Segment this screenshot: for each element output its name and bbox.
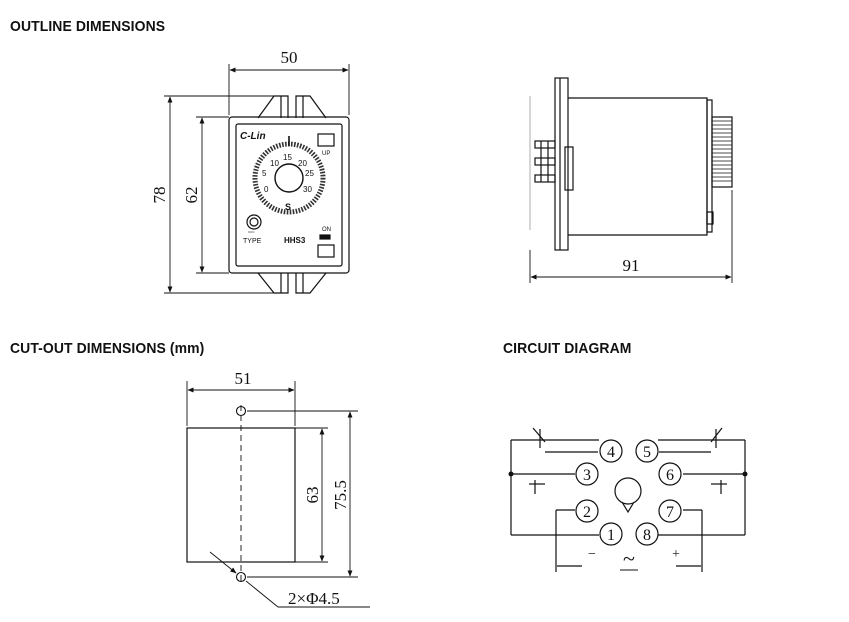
circuit-diagram-heading: CIRCUIT DIAGRAM <box>503 340 632 357</box>
width-dimension-label: 50 <box>281 48 298 67</box>
circuit-junctions <box>508 471 748 477</box>
dial-number-0: 0 <box>264 185 269 194</box>
minus-label: − <box>588 547 596 562</box>
pin-8-label: 8 <box>643 527 651 544</box>
cutout-dimension-lines <box>186 381 370 608</box>
depth-dimension-label: 91 <box>623 256 640 275</box>
dial-number-5: 5 <box>262 169 267 178</box>
circuit-wiring <box>510 427 746 572</box>
type-label: TYPE <box>243 238 262 245</box>
dial-number-25: 25 <box>305 169 314 178</box>
unit-label: S <box>285 202 291 212</box>
outline-dimensions-heading: OUTLINE DIMENSIONS <box>10 18 166 35</box>
model-label: HHS3 <box>284 236 306 245</box>
front-panel-labels: C-Lin UP ON 0 5 10 15 20 25 30 S CCC TYP… <box>240 131 331 245</box>
up-label: UP <box>322 151 330 157</box>
side-view <box>529 77 733 251</box>
cutout-height-label: 63 <box>303 487 322 504</box>
hole-spacing-label: 75.5 <box>331 480 350 510</box>
height-dimension-label: 78 <box>150 187 169 204</box>
inner-height-dimension-label: 62 <box>182 187 201 204</box>
outline-dimension-lines <box>164 64 350 294</box>
dial-number-20: 20 <box>298 159 307 168</box>
on-label: ON <box>322 227 331 233</box>
side-dimension-lines <box>529 190 733 283</box>
pin-2-label: 2 <box>583 504 591 521</box>
circuit-pin-labels: 4 5 3 6 2 7 1 8 <box>583 444 674 544</box>
pin-7-label: 7 <box>666 504 674 521</box>
pin-1-label: 1 <box>607 527 615 544</box>
pin-5-label: 5 <box>643 444 651 461</box>
cutout-width-label: 51 <box>235 369 252 388</box>
cutout-dimensions-heading: CUT-OUT DIMENSIONS (mm) <box>10 340 205 357</box>
plus-label: + <box>672 547 680 562</box>
hole-note-label: 2×Φ4.5 <box>288 589 340 608</box>
pin-3-label: 3 <box>583 467 591 484</box>
pin-6-label: 6 <box>666 467 674 484</box>
brand-logo: C-Lin <box>240 131 266 142</box>
dial-number-30: 30 <box>303 185 312 194</box>
front-view <box>228 95 350 294</box>
cutout-drawing <box>186 405 296 585</box>
dial-number-10: 10 <box>270 159 279 168</box>
cert-label: CCC <box>248 230 255 234</box>
ac-label: ~ <box>623 546 635 571</box>
pin-4-label: 4 <box>607 444 615 461</box>
dial-number-15: 15 <box>283 153 292 162</box>
